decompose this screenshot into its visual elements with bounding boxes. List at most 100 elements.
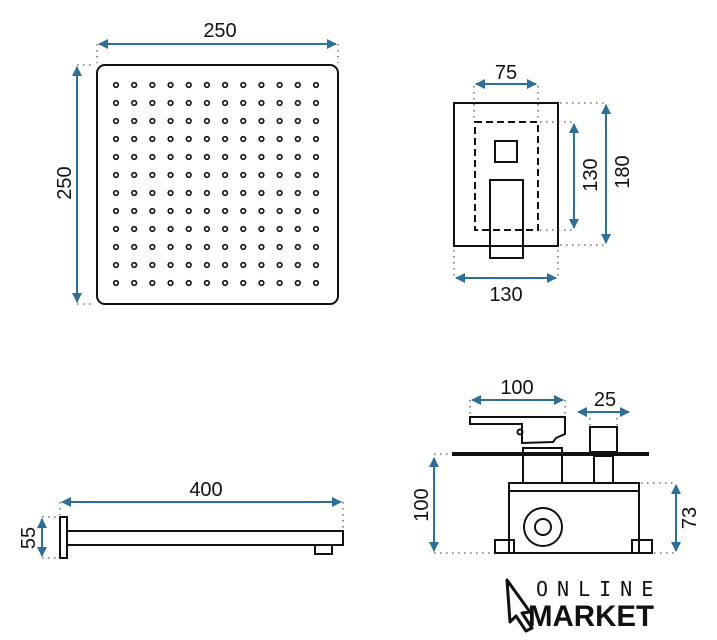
nozzle <box>221 261 229 269</box>
nozzle <box>112 279 120 287</box>
depth-label: 100 <box>411 488 433 521</box>
nozzle <box>112 81 120 89</box>
nozzle <box>112 153 120 161</box>
nozzle <box>240 243 247 251</box>
nozzle <box>149 189 156 197</box>
nozzle-grid <box>112 81 320 287</box>
nozzle <box>294 243 301 251</box>
nozzle <box>294 189 301 197</box>
nozzle <box>240 261 247 269</box>
outer-height-label: 180 <box>612 155 634 188</box>
nozzle <box>294 225 301 233</box>
nozzle <box>240 135 247 143</box>
nozzle <box>221 225 229 233</box>
nozzle <box>185 279 192 287</box>
nozzle <box>131 261 138 269</box>
nozzle <box>276 261 283 269</box>
nozzle <box>149 225 156 233</box>
nozzle <box>240 117 247 125</box>
nozzle <box>312 207 320 215</box>
nozzle <box>185 207 192 215</box>
mixer-box <box>508 482 640 554</box>
wall-line <box>452 452 649 456</box>
nozzle <box>276 225 283 233</box>
nozzle <box>276 189 283 197</box>
nozzle <box>312 135 320 143</box>
nozzle <box>167 279 174 287</box>
nozzle <box>167 153 174 161</box>
nozzle <box>258 135 265 143</box>
nozzle <box>167 189 174 197</box>
inner-width-label: 75 <box>495 62 517 84</box>
nozzle <box>149 261 156 269</box>
nozzle <box>240 171 247 179</box>
nozzle <box>167 99 174 107</box>
nozzle <box>294 207 301 215</box>
nozzle <box>185 153 192 161</box>
nozzle <box>240 99 247 107</box>
nozzle <box>131 243 138 251</box>
nozzle <box>258 153 265 161</box>
nozzle <box>258 171 265 179</box>
nozzle <box>276 81 283 89</box>
nozzle <box>203 117 211 125</box>
mixer-side-view: 100 25 100 73 <box>411 377 701 554</box>
nozzle <box>112 207 120 215</box>
nozzle <box>240 153 247 161</box>
nozzle <box>112 243 120 251</box>
lever-length-label: 100 <box>500 377 533 399</box>
nozzle <box>258 99 265 107</box>
nozzle <box>203 243 211 251</box>
nozzle <box>112 225 120 233</box>
arm-height-label: 55 <box>18 527 40 549</box>
nozzle <box>258 261 265 269</box>
lever-side <box>469 416 566 445</box>
cartridge-label: 25 <box>594 389 616 411</box>
online-market-logo: ONLINE MARKET <box>505 577 654 633</box>
nozzle <box>131 189 138 197</box>
nozzle <box>221 135 229 143</box>
nozzle <box>276 171 283 179</box>
nozzle <box>131 99 138 107</box>
nozzle <box>203 81 211 89</box>
nozzle <box>112 261 120 269</box>
svg-text:MARKET: MARKET <box>528 600 654 633</box>
outlet-circle <box>523 507 563 547</box>
nozzle <box>112 117 120 125</box>
nozzle <box>131 135 138 143</box>
nozzle <box>149 81 156 89</box>
nozzle <box>112 99 120 107</box>
nozzle <box>203 207 211 215</box>
nozzle <box>167 81 174 89</box>
nozzle <box>312 225 320 233</box>
nozzle <box>221 207 229 215</box>
nozzle <box>185 99 192 107</box>
nozzle <box>294 117 301 125</box>
nozzle <box>185 117 192 125</box>
nozzle <box>240 81 247 89</box>
nozzle <box>276 279 283 287</box>
nozzle <box>203 171 211 179</box>
shower-arm-view: 400 55 <box>18 479 344 559</box>
nozzle <box>149 135 156 143</box>
nozzle <box>312 171 320 179</box>
arm-length-label: 400 <box>189 479 222 501</box>
nozzle <box>258 189 265 197</box>
nozzle <box>312 117 320 125</box>
nozzle <box>221 243 229 251</box>
nozzle <box>185 171 192 179</box>
nozzle <box>258 243 265 251</box>
nozzle <box>149 207 156 215</box>
nozzle <box>276 117 283 125</box>
nozzle <box>221 81 229 89</box>
shower-head-outline <box>96 64 339 305</box>
height-label: 250 <box>54 166 76 199</box>
nozzle <box>185 243 192 251</box>
nozzle <box>131 171 138 179</box>
nozzle <box>185 81 192 89</box>
nozzle <box>276 153 283 161</box>
nozzle <box>112 189 120 197</box>
arm-connector <box>314 544 333 555</box>
nozzle <box>258 207 265 215</box>
